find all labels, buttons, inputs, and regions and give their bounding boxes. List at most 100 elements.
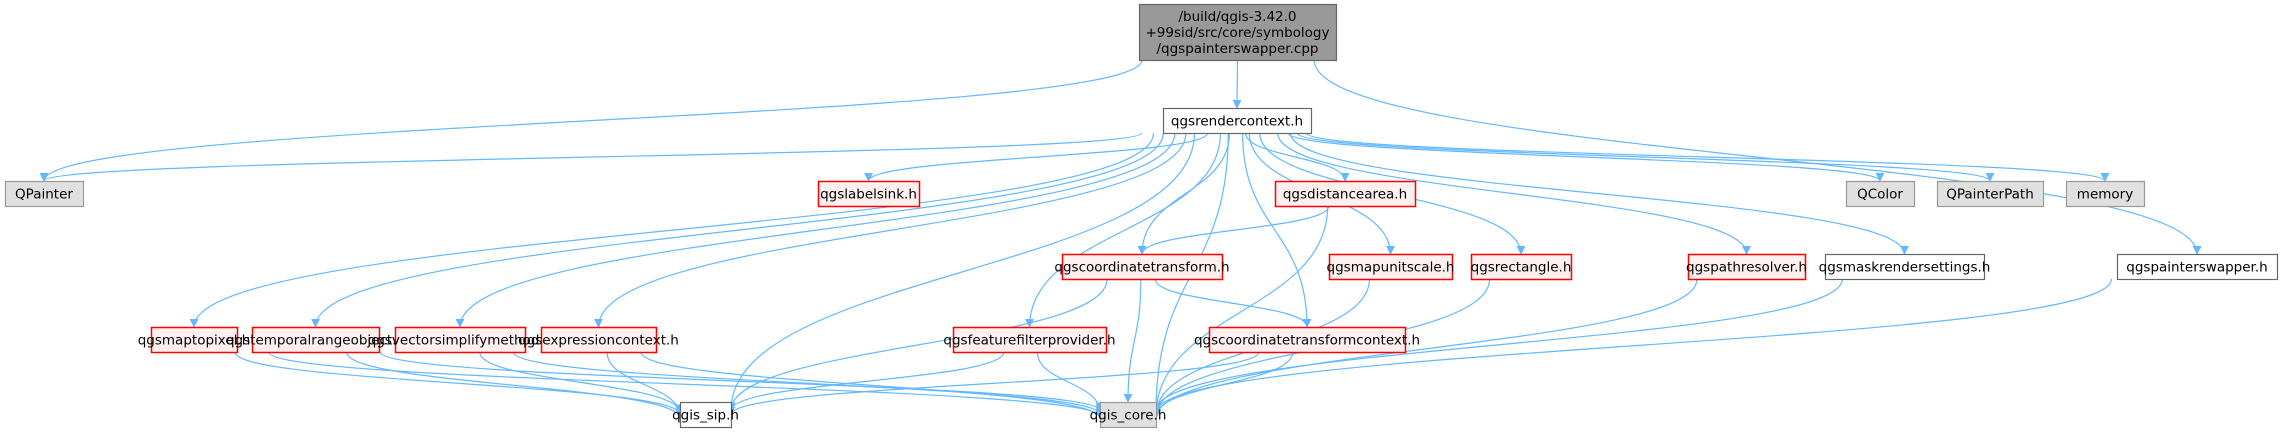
node-qgspainterswapper[interactable]: qgspainterswapper.h (2116, 253, 2279, 281)
edges-layer (39, 59, 2202, 420)
edge-qgsrendercontext-to-qgscoordinatetransform (1137, 132, 1230, 255)
edge-qgstemporalrangeobject-to-qgis_core (379, 351, 1105, 412)
node-box-QPainterPath (1936, 180, 2045, 208)
node-box-qgsdistancearea (1274, 180, 1417, 208)
node-qgsmaskrendersettings[interactable]: qgsmaskrendersettings.h (1819, 253, 1991, 281)
node-box-qgspainterswapper (2116, 253, 2279, 281)
node-label: qgsfeaturefilterprovider.h (943, 333, 1115, 349)
node-box-qgstemporalrangeobject (251, 326, 381, 354)
nodes-layer: /build/qgis-3.42.0+99sid/src/core/symbol… (4, 3, 2279, 429)
edge-qgsmaskrendersettings-to-qgis_core (1151, 278, 1843, 412)
node-label: QPainterPath (1946, 187, 2034, 203)
node-box-QColor (1845, 180, 1916, 208)
edge-qgsrendercontext-to-qgsexpressioncontext (594, 132, 1187, 328)
node-label: qgslabelsink.h (820, 187, 917, 203)
edge-qgsrendercontext-to-qgsmaskrendersettings (1289, 132, 1909, 255)
node-box-qgslabelsink (817, 180, 921, 208)
node-qgsrendercontext[interactable]: qgsrendercontext.h (1162, 107, 1313, 135)
node-qgsfeaturefilterprovider[interactable]: qgsfeaturefilterprovider.h (943, 326, 1116, 354)
edge-qgstemporalrangeobject-to-qgis_sip (346, 351, 685, 420)
node-label: qgis_sip.h (672, 408, 739, 424)
node-box-qgsmapunitscale (1328, 253, 1454, 281)
edge-qgsrendercontext-to-memory (1305, 132, 2110, 182)
edge-qgsdistancearea-to-qgscoordinatetransform (1137, 205, 1330, 255)
node-label: qgis_core.h (1090, 408, 1167, 424)
node-label: QColor (1857, 187, 1903, 203)
edge-qgspathresolver-to-qgis_core (1151, 278, 1698, 420)
edge-qgscoordinatetransformcontext-to-qgis_core (1151, 351, 1294, 418)
node-label: qgsrectangle.h (1471, 260, 1572, 276)
node-label: qgsmaptopixel.h (138, 333, 251, 349)
edge-qgsrendercontext-to-QPainterPath (1296, 132, 1995, 182)
node-label: +99sid/src/core/symbology (1145, 25, 1329, 41)
node-label: /build/qgis-3.42.0 (1178, 9, 1296, 25)
edge-qgsfeaturefilterprovider-to-qgis_sip (726, 351, 1005, 412)
node-qgspathresolver[interactable]: qgspathresolver.h (1686, 253, 1807, 281)
node-qgis_sip[interactable]: qgis_sip.h (672, 401, 739, 429)
node-qgsexpressioncontext[interactable]: qgsexpressioncontext.h (518, 326, 679, 354)
node-box-QPainter (4, 180, 85, 208)
node-box-qgsmaskrendersettings (1824, 253, 1986, 281)
edge-qgsrendercontext-to-qgsvectorsimplifymethod (455, 132, 1176, 328)
node-qgscoordinatetransformcontext[interactable]: qgscoordinatetransformcontext.h (1194, 326, 1420, 354)
edge-qgsrendercontext-to-QPainter (39, 132, 1143, 182)
node-root[interactable]: /build/qgis-3.42.0+99sid/src/core/symbol… (1138, 3, 1338, 62)
node-box-qgscoordinatetransform (1061, 253, 1224, 281)
node-box-qgsexpressioncontext (540, 326, 658, 354)
edge-qgsmaptopixel-to-qgis_core (268, 351, 1105, 418)
node-box-qgsrendercontext (1162, 107, 1313, 135)
edge-root-to-qgspainterswapper (1313, 59, 2202, 255)
edge-qgscoordinatetransform-to-qgscoordinatetransformcontext (1154, 278, 1312, 328)
node-box-qgspathresolver (1687, 253, 1807, 281)
node-qgsmapunitscale[interactable]: qgsmapunitscale.h (1327, 253, 1455, 281)
node-QColor[interactable]: QColor (1845, 180, 1916, 208)
node-qgsrectangle[interactable]: qgsrectangle.h (1471, 253, 1573, 281)
node-label: memory (2077, 187, 2133, 203)
node-qgslabelsink[interactable]: qgslabelsink.h (817, 180, 921, 208)
edge-qgsfeaturefilterprovider-to-qgis_core (1036, 351, 1105, 414)
node-QPainterPath[interactable]: QPainterPath (1936, 180, 2045, 208)
edge-qgsvectorsimplifymethod-to-qgis_core (512, 351, 1105, 416)
edge-qgsdistancearea-to-qgis_core (1151, 205, 1329, 418)
node-label: qgsrendercontext.h (1171, 114, 1303, 130)
node-label: qgspathresolver.h (1686, 260, 1807, 276)
node-qgsmaptopixel[interactable]: qgsmaptopixel.h (138, 326, 251, 354)
edge-qgsrendercontext-to-qgsfeaturefilterprovider (1025, 132, 1221, 328)
edge-qgsrendercontext-to-QColor (1287, 132, 1885, 182)
node-label: qgsexpressioncontext.h (518, 333, 679, 349)
edge-qgsvectorsimplifymethod-to-qgis_sip (479, 351, 685, 414)
node-qgstemporalrangeobject[interactable]: qgstemporalrangeobject.h (226, 326, 405, 354)
edge-qgsrendercontext-to-qgstemporalrangeobject (311, 132, 1164, 328)
node-box-qgsfeaturefilterprovider (952, 326, 1108, 354)
node-label: qgscoordinatetransform.h (1054, 260, 1229, 276)
edge-qgsrendercontext-to-qgslabelsink (864, 132, 1209, 182)
edge-qgsmaptopixel-to-qgis_sip (234, 351, 685, 416)
node-box-qgsmaptopixel (150, 326, 239, 354)
node-box-qgsvectorsimplifymethod (394, 326, 527, 354)
edge-qgsrendercontext-to-qgsmaptopixel (189, 132, 1155, 328)
node-qgis_core[interactable]: qgis_core.h (1090, 401, 1167, 429)
edge-qgscoordinatetransformcontext-to-qgis_sip (726, 351, 1260, 416)
node-qgscoordinatetransform[interactable]: qgscoordinatetransform.h (1054, 253, 1230, 281)
node-QPainter[interactable]: QPainter (4, 180, 85, 208)
node-box-memory (2065, 180, 2146, 208)
node-box-root (1138, 3, 1338, 62)
edge-root-to-QPainter (39, 59, 1143, 182)
edge-qgsrendercontext-to-qgspathresolver (1277, 132, 1751, 255)
node-box-qgscoordinatetransformcontext (1208, 326, 1407, 354)
node-label: /qgspainterswapper.cpp (1157, 41, 1319, 57)
node-label: qgspainterswapper.h (2126, 260, 2267, 276)
node-label: qgscoordinatetransformcontext.h (1194, 333, 1420, 349)
node-box-qgis_core (1099, 401, 1158, 429)
node-label: QPainter (15, 187, 73, 203)
node-memory[interactable]: memory (2065, 180, 2146, 208)
edge-qgsexpressioncontext-to-qgis_sip (606, 351, 685, 418)
node-qgsvectorsimplifymethod[interactable]: qgsvectorsimplifymethod.h (368, 326, 553, 354)
node-qgsdistancearea[interactable]: qgsdistancearea.h (1274, 180, 1417, 208)
node-label: qgsdistancearea.h (1283, 187, 1407, 203)
node-label: qgsmapunitscale.h (1327, 260, 1455, 276)
node-label: qgsmaskrendersettings.h (1819, 260, 1991, 276)
edge-qgsrendercontext-to-qgscoordinatetransformcontext (1242, 132, 1312, 328)
edge-qgsexpressioncontext-to-qgis_core (640, 351, 1105, 420)
